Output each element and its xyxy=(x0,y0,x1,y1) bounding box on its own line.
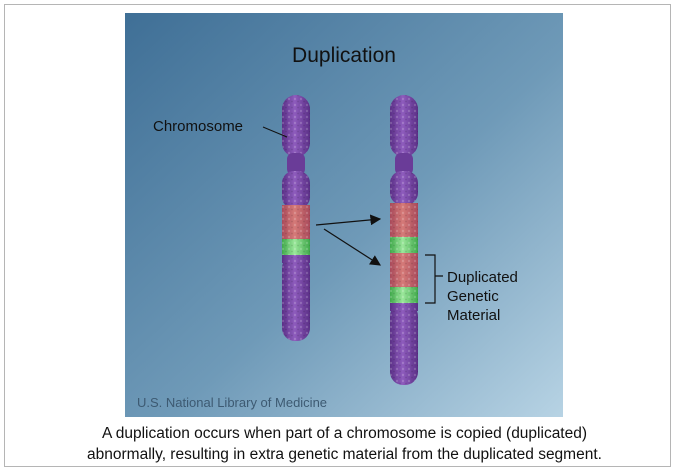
image-credit: U.S. National Library of Medicine xyxy=(137,395,327,410)
arrow-to-copy-1 xyxy=(315,214,382,226)
duplication-illustration: Duplication xyxy=(125,13,563,417)
chromosome-duplicated xyxy=(390,95,418,385)
figure-frame: Duplication xyxy=(4,4,671,467)
duplicated-bracket xyxy=(425,254,443,304)
diagram-title: Duplication xyxy=(292,44,396,67)
figure-caption: A duplication occurs when part of a chro… xyxy=(15,423,674,465)
caption-line-2: abnormally, resulting in extra genetic m… xyxy=(87,446,602,463)
chromosome-original xyxy=(282,95,310,341)
arrow-to-copy-2 xyxy=(323,228,382,266)
label-chromosome-leader xyxy=(262,126,288,138)
label-duplicated-material: Duplicated Genetic Material xyxy=(447,269,522,324)
caption-line-1: A duplication occurs when part of a chro… xyxy=(101,425,588,442)
diagram-background xyxy=(125,13,563,417)
label-chromosome: Chromosome xyxy=(153,118,243,135)
